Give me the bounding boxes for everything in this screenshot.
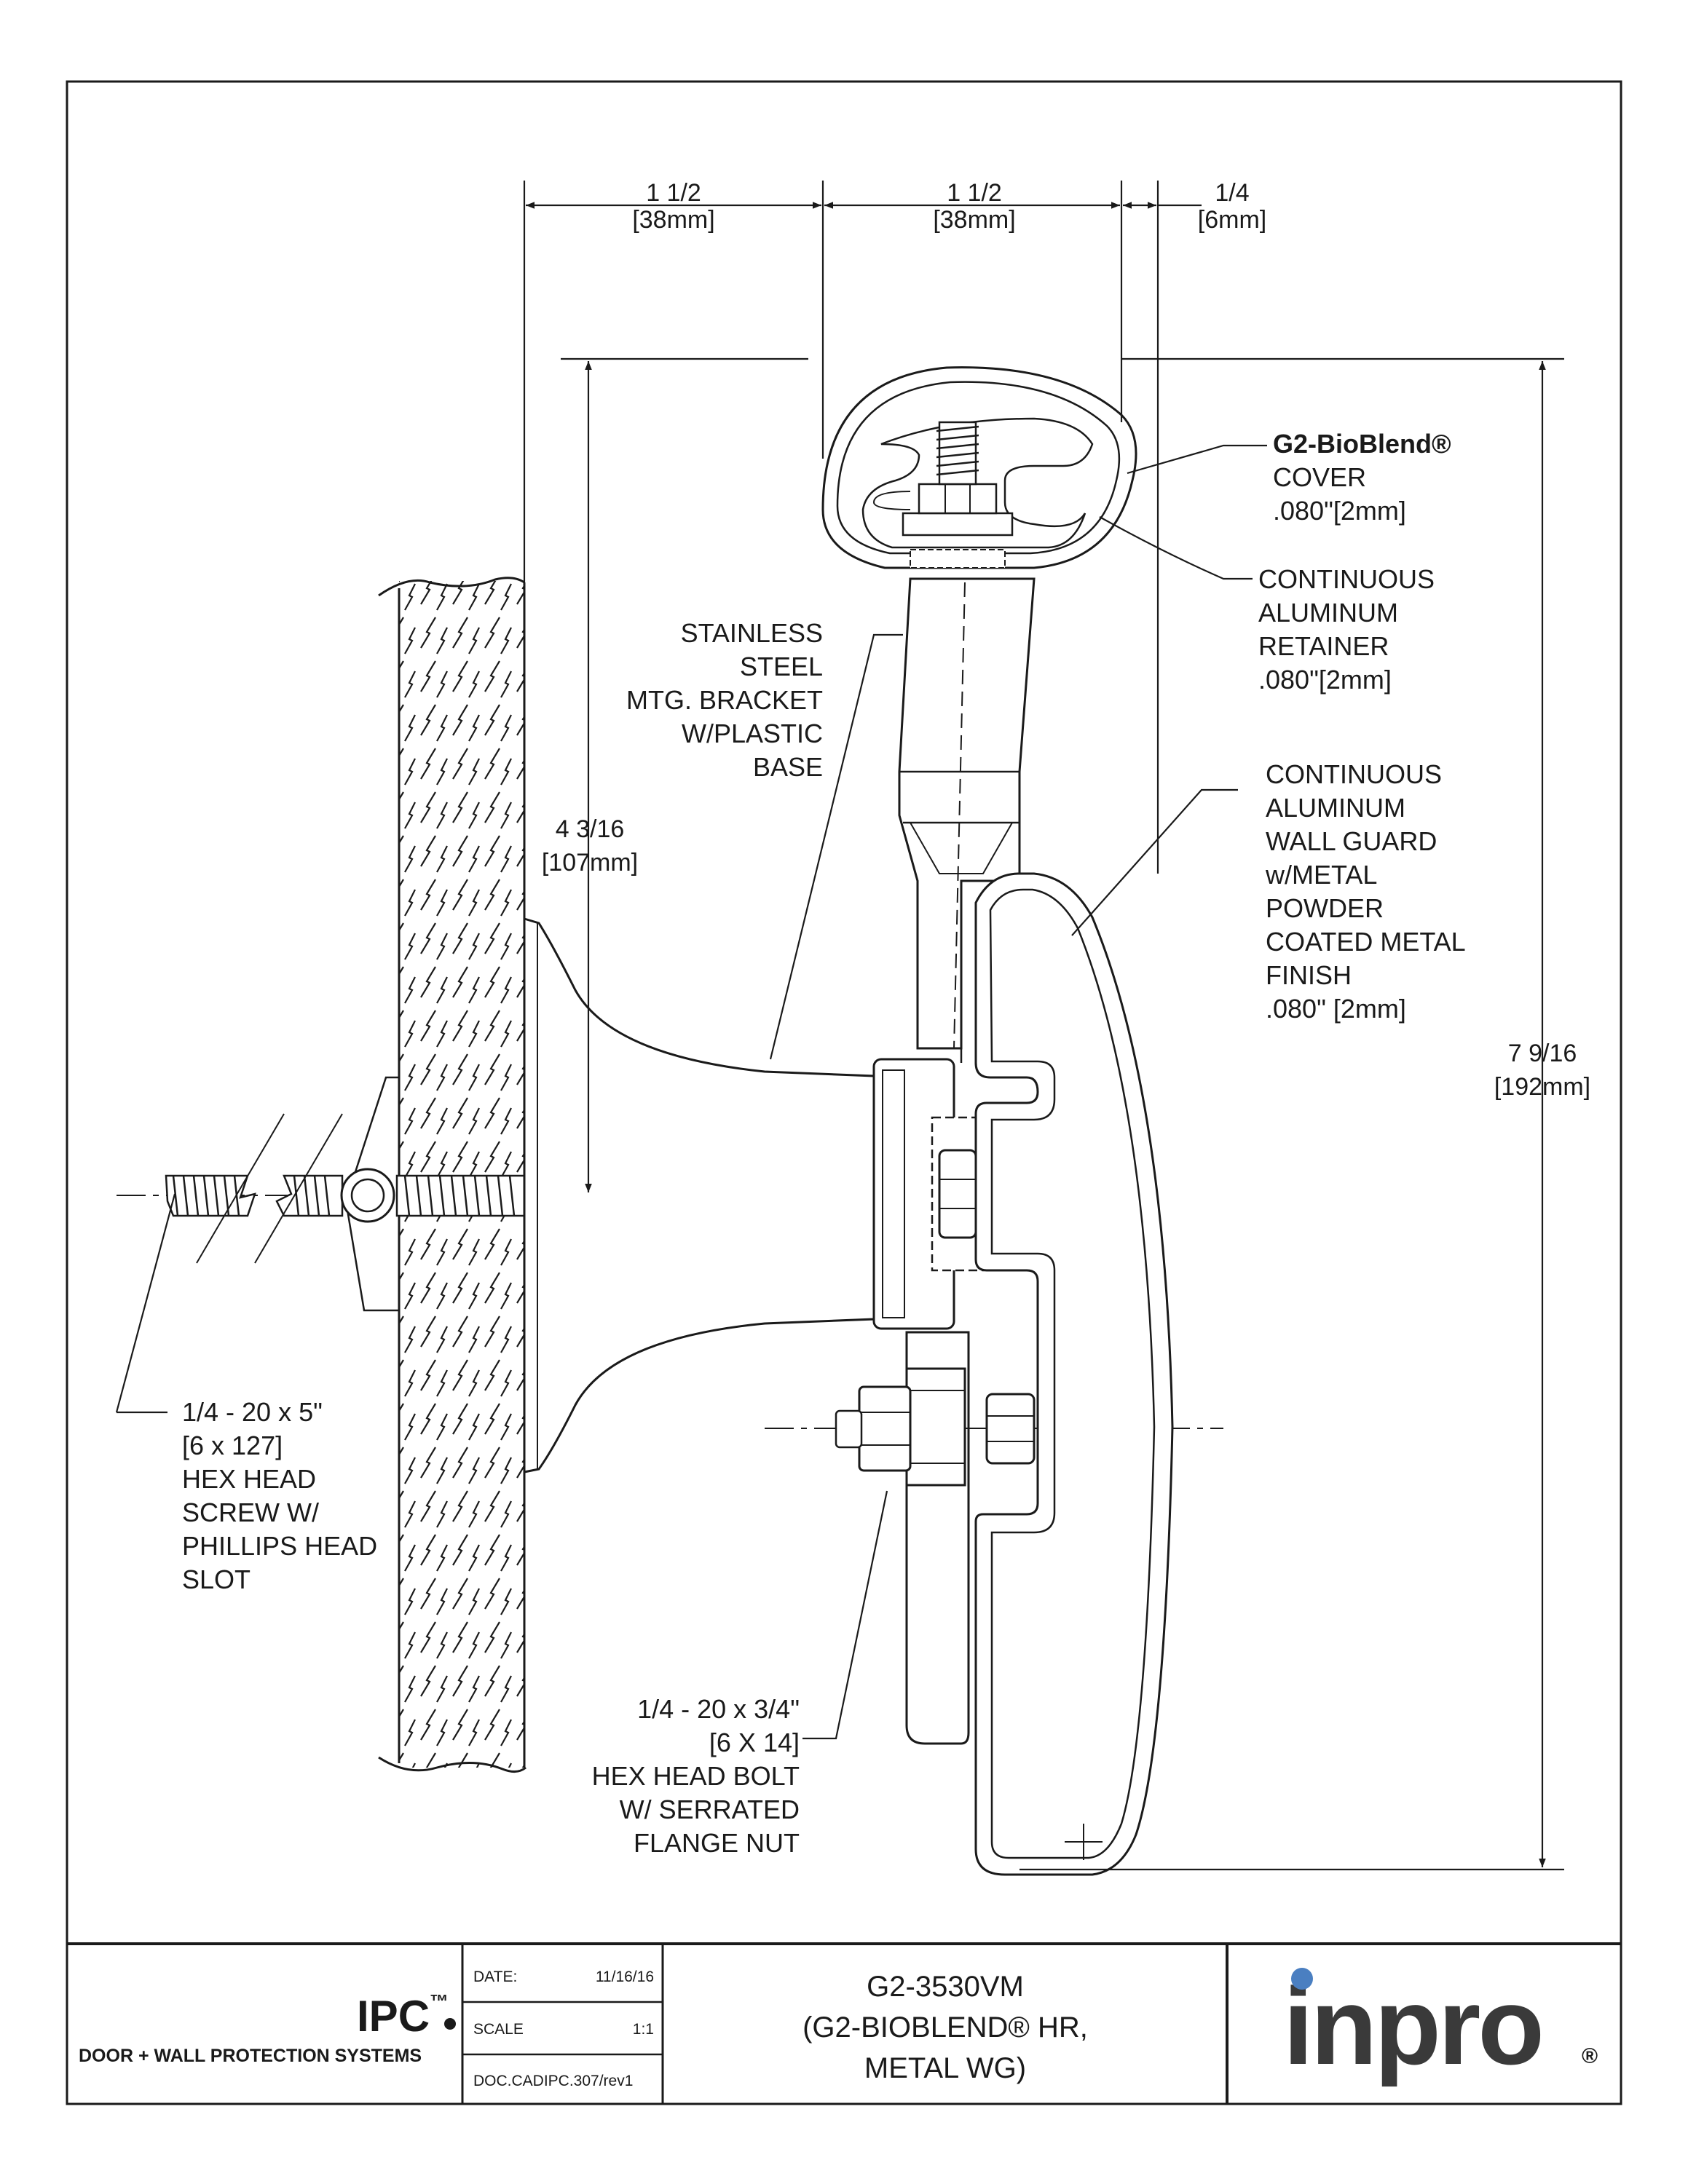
bracket-line-4: W/PLASTIC xyxy=(682,719,823,748)
bolt-line-5: FLANGE NUT xyxy=(634,1828,800,1858)
ipc-tagline: DOOR + WALL PROTECTION SYSTEMS xyxy=(79,2046,422,2066)
screw-line-1: 1/4 - 20 x 5" xyxy=(182,1397,323,1427)
drawing-title-line-1: G2-3530VM xyxy=(867,1971,1024,2003)
dim-top-mid-frac: 1 1/2 xyxy=(947,179,1002,207)
sheet-border xyxy=(66,80,1622,2105)
drawing-title-line-3: METAL WG) xyxy=(864,2052,1026,2084)
callout-cover: G2-BioBlend® COVER .080"[2mm] xyxy=(1273,429,1451,526)
screw-line-5: PHILLIPS HEAD xyxy=(182,1531,377,1561)
dim-left-height-mm: [107mm] xyxy=(542,849,638,877)
date-label: DATE: xyxy=(473,1969,517,1985)
wall-guard-line-5: POWDER xyxy=(1266,893,1384,923)
ipc-wordmark: IPC xyxy=(357,1992,430,2041)
bolt-line-3: HEX HEAD BOLT xyxy=(592,1761,800,1791)
screw-line-2: [6 x 127] xyxy=(182,1431,283,1460)
scale-value: 1:1 xyxy=(633,2021,654,2038)
hex-head-bolt xyxy=(765,1367,1223,1487)
hex-head-screw xyxy=(117,1076,1114,1312)
dimension-lines xyxy=(523,181,1564,1871)
cover-line-1: G2-BioBlend® xyxy=(1273,429,1451,459)
callout-bolt: 1/4 - 20 x 3/4" [6 X 14] HEX HEAD BOLT W… xyxy=(592,1694,800,1858)
bracket-line-5: BASE xyxy=(753,752,823,782)
dim-top-right-frac: 1/4 xyxy=(1215,179,1249,207)
retainer-line-3: RETAINER xyxy=(1258,631,1389,661)
leader-lines xyxy=(115,444,1267,1740)
cover-and-retainer xyxy=(821,366,1137,569)
cover-line-2: COVER xyxy=(1273,462,1366,492)
wall-guard-line-1: CONTINUOUS xyxy=(1266,759,1442,789)
document-number: DOC.CADIPC.307/rev1 xyxy=(473,2073,633,2089)
screw-nut xyxy=(931,1116,985,1272)
wall-section xyxy=(378,577,526,1773)
retainer-line-2: ALUMINUM xyxy=(1258,598,1398,628)
bracket-line-2: STEEL xyxy=(740,652,823,681)
screw-line-6: SLOT xyxy=(182,1564,251,1594)
callout-bracket: STAINLESS STEEL MTG. BRACKET W/PLASTIC B… xyxy=(626,618,823,782)
dim-top-left-frac: 1 1/2 xyxy=(646,179,701,207)
dimension-text: 1 1/2 [38mm] 1 1/2 [38mm] 1/4 [6mm] 4 3/… xyxy=(542,179,1590,1101)
retainer-line-4: .080"[2mm] xyxy=(1258,665,1392,695)
dim-top-left-mm: [38mm] xyxy=(632,206,714,234)
ipc-brand: IPC ™ DOOR + WALL PROTECTION SYSTEMS xyxy=(79,1990,456,2066)
date-value: 11/16/16 xyxy=(596,1969,654,1985)
dim-right-height-mm: [192mm] xyxy=(1494,1073,1590,1101)
bracket-line-1: STAINLESS xyxy=(681,618,823,648)
callout-retainer: CONTINUOUS ALUMINUM RETAINER .080"[2mm] xyxy=(1258,564,1435,695)
retainer-line-1: CONTINUOUS xyxy=(1258,564,1435,594)
wall-guard-line-3: WALL GUARD xyxy=(1266,826,1437,856)
inpro-logo: inpro ® xyxy=(1283,1965,1598,2087)
dim-right-height-frac: 7 9/16 xyxy=(1508,1040,1577,1067)
wall-guard-line-7: FINISH xyxy=(1266,960,1352,990)
wall-guard-line-6: COATED METAL xyxy=(1266,927,1466,957)
dim-top-mid-mm: [38mm] xyxy=(933,206,1015,234)
ipc-dot xyxy=(444,2018,456,2030)
scale-label: SCALE xyxy=(473,2021,524,2038)
wall-guard xyxy=(974,872,1174,1876)
wall-guard-line-2: ALUMINUM xyxy=(1266,793,1405,823)
screw-line-3: HEX HEAD xyxy=(182,1464,316,1494)
bolt-line-1: 1/4 - 20 x 3/4" xyxy=(637,1694,800,1724)
cover-line-3: .080"[2mm] xyxy=(1273,496,1406,526)
dim-left-height-frac: 4 3/16 xyxy=(556,815,625,843)
ipc-trademark: ™ xyxy=(430,1990,449,2012)
inpro-logo-dot xyxy=(1291,1968,1313,1990)
bolt-line-4: W/ SERRATED xyxy=(620,1795,800,1824)
wall-guard-line-4: w/METAL xyxy=(1265,860,1377,890)
bracket-line-3: MTG. BRACKET xyxy=(626,685,823,715)
inpro-registered: ® xyxy=(1582,2044,1598,2068)
callout-wall-guard: CONTINUOUS ALUMINUM WALL GUARD w/METAL P… xyxy=(1265,759,1466,1024)
screw-line-4: SCREW W/ xyxy=(182,1497,319,1527)
drawing-title-line-2: (G2-BIOBLEND® HR, xyxy=(802,2011,1088,2043)
wall-guard-line-8: .080" [2mm] xyxy=(1266,994,1406,1024)
title-block: IPC ™ DOOR + WALL PROTECTION SYSTEMS DAT… xyxy=(67,1942,1621,2104)
dim-top-right-mm: [6mm] xyxy=(1198,206,1266,234)
bolt-line-2: [6 X 14] xyxy=(709,1728,800,1757)
inpro-wordmark: inpro xyxy=(1283,1965,1542,2087)
callout-screw: 1/4 - 20 x 5" [6 x 127] HEX HEAD SCREW W… xyxy=(117,1397,377,1594)
